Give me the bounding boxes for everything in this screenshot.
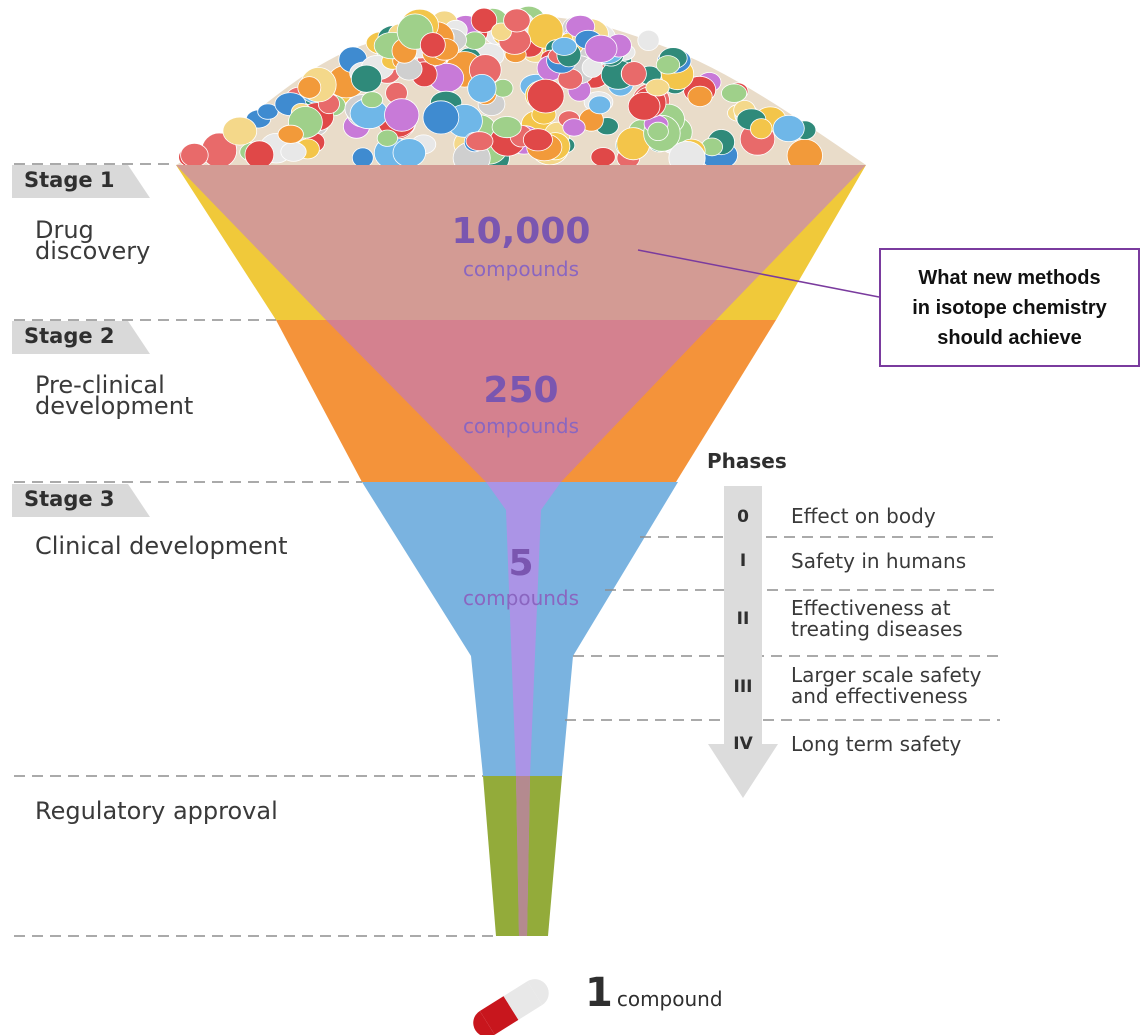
stage2-count: 250 <box>483 370 559 411</box>
pill-dot <box>465 131 494 152</box>
pill-dot <box>645 78 670 97</box>
pill-dot <box>351 147 374 168</box>
pill-dot <box>277 124 304 144</box>
pill-dot <box>491 116 522 139</box>
pill-dot <box>588 95 612 115</box>
pill-dot <box>655 55 681 75</box>
pill-dot <box>750 118 773 140</box>
stage3-tag-label: Stage 3 <box>24 487 115 511</box>
stage1-unit: compounds <box>462 257 580 281</box>
pill-dot <box>526 78 565 114</box>
pill-dot <box>244 140 275 170</box>
phase-description: Larger scale safety and effectiveness <box>791 663 982 708</box>
stage1-tag <box>12 165 150 198</box>
pill-dot <box>384 98 420 132</box>
pill-dot <box>590 147 616 167</box>
pill-pile-illustration <box>176 5 866 175</box>
phase-number: IV <box>733 734 753 754</box>
phase-number: 0 <box>737 507 749 527</box>
phase-number: III <box>733 677 753 697</box>
stage2-unit: compounds <box>462 414 580 438</box>
pill-dot <box>376 129 398 147</box>
stage3-unit: compounds <box>462 586 580 610</box>
phase-description: Effect on body <box>791 504 936 528</box>
phases-arrow <box>708 486 778 798</box>
pill-dot <box>280 141 307 162</box>
stage2-description: Pre-clinical development <box>35 371 194 420</box>
stage3-count: 5 <box>508 543 534 584</box>
callout-leader-line <box>637 249 880 298</box>
pill-dot <box>463 31 487 50</box>
pill-dot <box>772 115 805 143</box>
stage1-band <box>176 165 866 320</box>
pill-dot <box>647 121 669 141</box>
pill-dot <box>419 32 446 58</box>
pill-dot <box>687 85 713 108</box>
inner-stream <box>486 482 561 936</box>
pill-dot <box>637 29 660 52</box>
stage1-description: Drug discovery <box>35 216 151 265</box>
pill-dot <box>503 8 531 33</box>
pill-dot <box>522 128 553 152</box>
inner-stream-reg <box>516 776 530 936</box>
stage3-description: Clinical development <box>35 532 288 560</box>
pill-dot <box>350 64 383 93</box>
dashed-guides <box>14 163 1000 937</box>
pill-dot <box>467 74 497 103</box>
stage1-tag-label: Stage 1 <box>24 168 115 192</box>
pill-dot <box>627 92 661 121</box>
stage2-band <box>326 320 716 482</box>
capsule-icon <box>473 979 549 1035</box>
final-count: 1 <box>585 970 613 1016</box>
pill-dot <box>551 37 578 56</box>
phase-description: Safety in humans <box>791 549 967 573</box>
pill-dot <box>392 138 426 168</box>
pill-dot <box>721 83 748 103</box>
stage3-tag <box>12 484 150 517</box>
phase-description: Long term safety <box>791 732 962 756</box>
pill-dot <box>297 76 322 99</box>
final-unit: compound <box>616 987 723 1011</box>
phases-heading: Phases <box>707 449 787 473</box>
phase-description: Effectiveness at treating diseases <box>791 596 963 641</box>
pill-dot <box>422 100 460 135</box>
stage2-tag-label: Stage 2 <box>24 324 115 348</box>
phase-number: I <box>739 551 747 571</box>
stage1-count: 10,000 <box>451 211 591 252</box>
pill-dot <box>361 91 384 109</box>
pill-dot <box>584 34 618 63</box>
pill-dot <box>470 7 498 33</box>
isotope-chemistry-callout: What new methods in isotope chemistry sh… <box>879 248 1140 367</box>
pill-dot <box>222 116 258 146</box>
regulatory-approval-label: Regulatory approval <box>35 797 278 825</box>
pill-dot <box>621 61 647 87</box>
stage2-tag <box>12 321 150 354</box>
pill-dot <box>180 142 209 168</box>
pill-dot <box>562 118 586 137</box>
phase-number: II <box>736 609 750 629</box>
